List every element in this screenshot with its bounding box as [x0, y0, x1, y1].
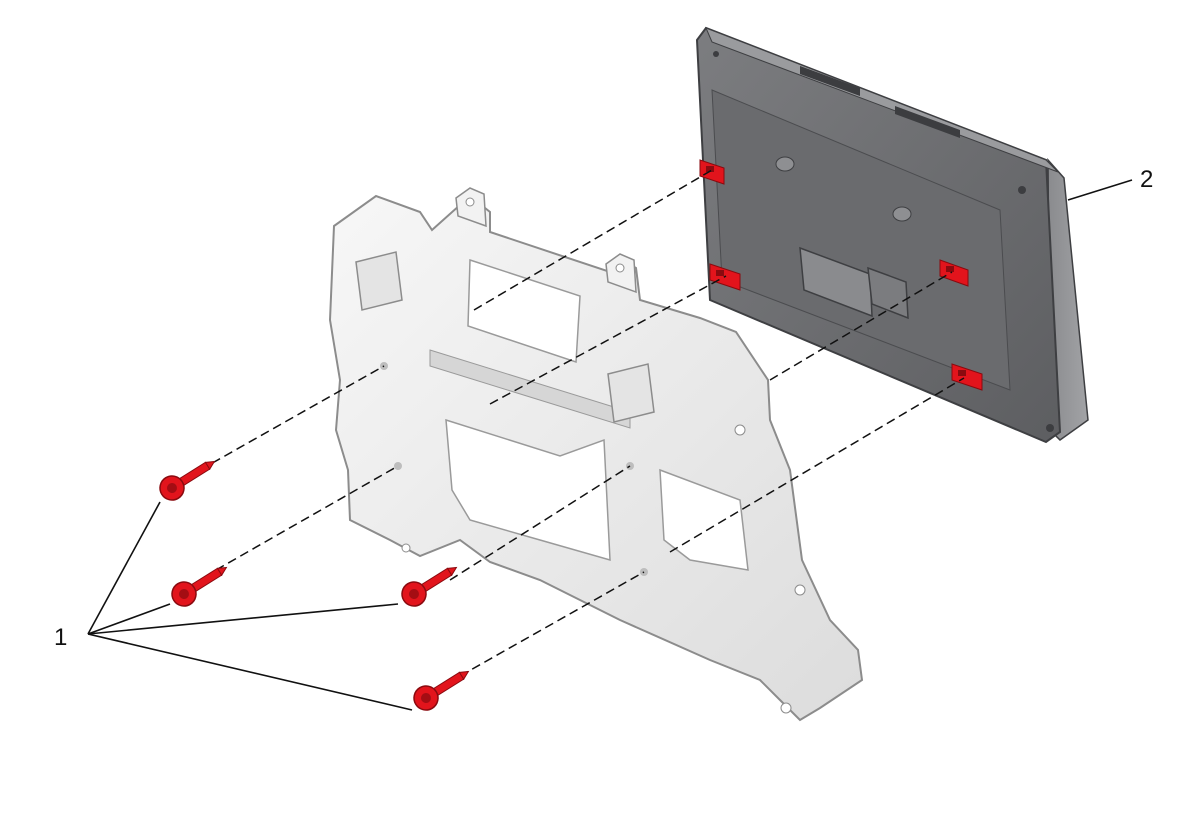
alignment-line [215, 465, 399, 571]
bracket-snap-clip [607, 363, 655, 423]
module-slot [800, 66, 860, 96]
alignment-line [473, 169, 713, 311]
module-clip [951, 363, 983, 391]
alignment-line [449, 465, 631, 581]
leader-lines [87, 179, 1133, 711]
alignment-line [199, 365, 385, 471]
bracket-tab-hole [615, 263, 625, 273]
alignment-line [669, 377, 965, 553]
bracket-window-right [659, 468, 749, 571]
module-boss [892, 206, 912, 222]
leader-line-1 [87, 501, 161, 635]
module-clip [699, 159, 725, 185]
bracket-hole [780, 702, 792, 714]
bracket-hole [734, 424, 746, 436]
alignment-line [459, 571, 645, 677]
bracket-hole [401, 543, 411, 553]
bracket-tab [605, 253, 637, 294]
bracket-rib [429, 349, 631, 429]
module-slot [895, 106, 960, 138]
bracket-window-upper [467, 258, 581, 364]
bracket-tab [455, 187, 487, 228]
alignment-line [489, 275, 727, 405]
module-hole [713, 51, 719, 57]
callout-1: 1 [54, 624, 67, 651]
module-boss [775, 156, 795, 172]
callout-2: 2 [1140, 166, 1153, 193]
module-assembly [695, 26, 1089, 444]
module-clip [939, 259, 969, 287]
bracket-tab-hole [465, 197, 475, 207]
screw [171, 566, 228, 607]
mounting-bracket [328, 187, 864, 722]
bracket-screw-hole [394, 462, 402, 470]
screw [413, 670, 470, 711]
module-connector [799, 246, 873, 318]
screw [401, 566, 458, 607]
screw [159, 460, 216, 501]
module-top-ridge [705, 27, 1059, 173]
bracket-window-lower [445, 418, 611, 562]
module-connector-2 [867, 266, 909, 320]
leader-line-1 [87, 603, 399, 635]
bracket-snap-clip [355, 251, 403, 311]
alignment-lines [199, 169, 965, 677]
module-hole [1018, 186, 1026, 194]
leader-line-1 [87, 633, 413, 711]
leader-line-1 [87, 603, 171, 635]
module-hole [1046, 424, 1054, 432]
bracket-hole [794, 584, 806, 596]
leader-line-2 [1067, 179, 1133, 201]
alignment-line [769, 271, 953, 381]
